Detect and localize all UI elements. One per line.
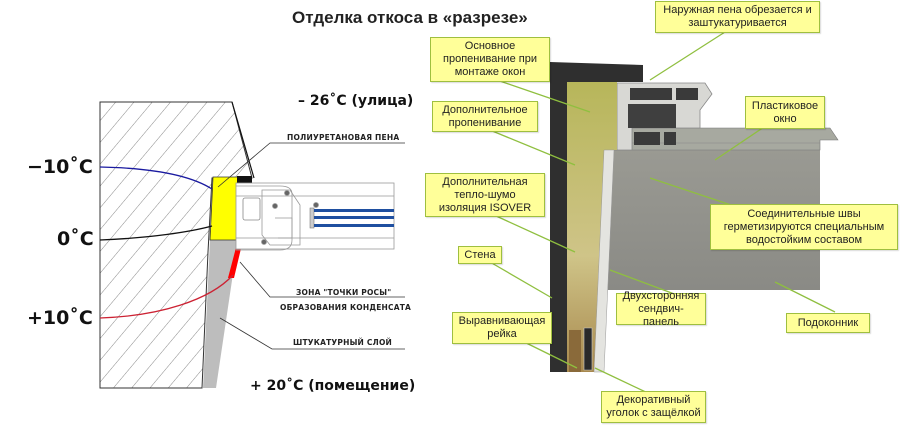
label-sill: Подоконник (786, 313, 870, 333)
inside-temperature: + 20˚С (помещение) (250, 378, 416, 394)
label-rail: Выравнивающая рейка (452, 312, 552, 344)
caption-condensate: ОБРАЗОВАНИЯ КОНДЕНСАТА (280, 303, 412, 312)
temperature-minus10: −10˚С (27, 156, 93, 178)
label-decor-corner: Декоративный уголок с защёлкой (601, 391, 706, 423)
seal-block (237, 176, 252, 183)
label-plastic-window: Пластиковое окно (745, 96, 825, 129)
isotherm-plus10 (99, 274, 234, 319)
outer-edge-line (231, 101, 255, 179)
caption-foam: ПОЛИУРЕТАНОВАЯ ПЕНА (287, 133, 400, 142)
foam-block (209, 176, 239, 241)
glass-unit (309, 207, 394, 229)
isotherm-zero (99, 225, 213, 241)
temperature-zero: 0˚С (57, 228, 94, 250)
dew-zone-marker (228, 240, 243, 278)
label-outer-foam: Наружная пена обрезается и заштукатурива… (655, 1, 820, 33)
isotherm-minus10 (99, 166, 213, 190)
label-joints: Соединительные швы герметизируются специ… (710, 204, 898, 250)
label-wall: Стена (458, 246, 502, 264)
caption-plaster: ШТУКАТУРНЫЙ СЛОЙ (293, 338, 393, 347)
label-main-foam: Основное пропенивание при монтаже окон (430, 37, 550, 82)
label-extra-foam: Дополнительное пропенивание (432, 101, 538, 132)
page-title: Отделка откоса в «разрезе» (292, 8, 528, 27)
outside-temperature: – 26˚С (улица) (298, 93, 414, 109)
callout-lines (217, 142, 405, 350)
caption-dew-zone: ЗОНА "ТОЧКИ РОСЫ" (296, 288, 392, 297)
temperature-plus10: +10˚С (27, 307, 93, 329)
photo-section (550, 62, 839, 373)
label-sandwich-panel: Двухсторонняя сендвич-панель (616, 290, 706, 328)
label-isover: Дополнительная тепло-шумо изоляция ISOVE… (425, 173, 545, 217)
